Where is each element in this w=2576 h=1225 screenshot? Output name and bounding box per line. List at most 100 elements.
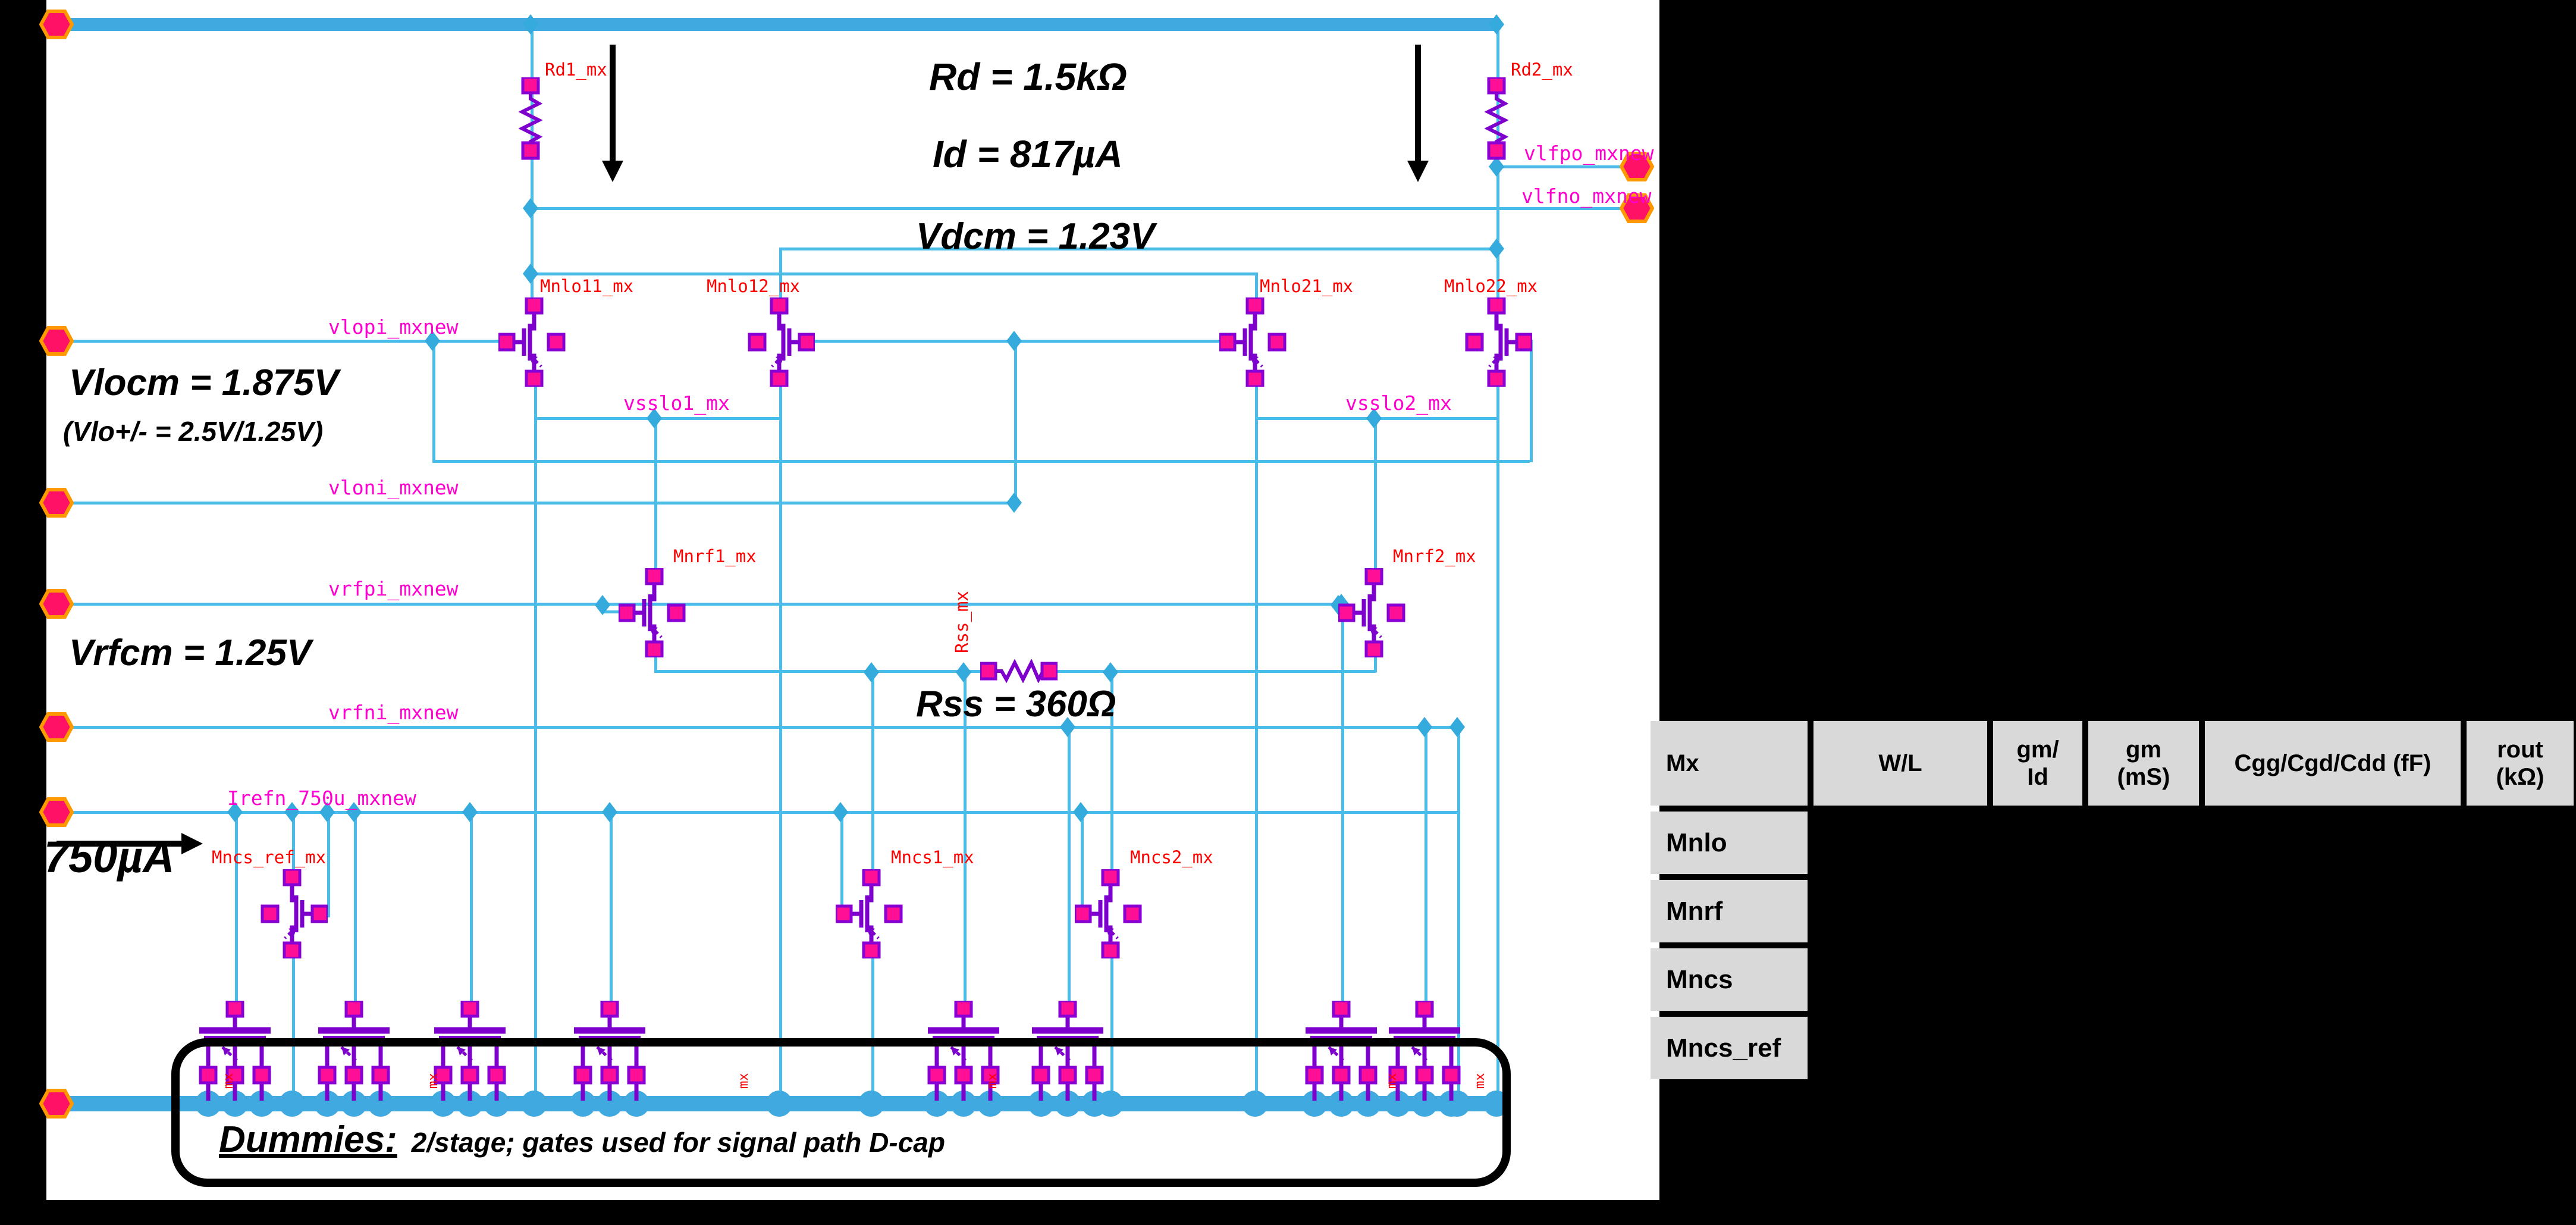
- net-label: vlfpo_mxnew: [1524, 142, 1654, 165]
- wire-horizontal: [1496, 165, 1637, 168]
- wire-vertical: [1081, 811, 1084, 917]
- dummy-transistor: [559, 999, 660, 1105]
- instance-label: Mncs_ref_mx: [212, 847, 327, 867]
- wire-vertical: [1374, 655, 1377, 672]
- wire-vertical: [1341, 603, 1344, 1004]
- net-label: vrfpi_mxnew: [328, 577, 459, 600]
- vlfno-pin: [1619, 193, 1655, 226]
- table-empty-cell: [1993, 880, 2082, 942]
- vdd-pin: [39, 10, 74, 42]
- wire-horizontal: [57, 811, 1458, 814]
- wire-horizontal: [779, 247, 1496, 250]
- instance-label: Mnlo22_mx: [1444, 276, 1538, 296]
- wire-horizontal: [432, 460, 1530, 463]
- wire-vertical: [235, 811, 238, 1004]
- resistor-Rss: [978, 658, 1059, 686]
- bus-bump: [766, 1091, 792, 1117]
- wire-vertical: [779, 386, 782, 1096]
- nmos-Mnlo21: [1218, 296, 1291, 390]
- annotation-idrain: Id = 817µA: [933, 133, 1123, 176]
- net-label: vsslo2_mx: [1345, 391, 1452, 415]
- wire-vertical: [1457, 726, 1460, 1096]
- annotation-vlorng: (Vlo+/- = 2.5V/1.25V): [63, 416, 324, 447]
- table-empty-cell: [2467, 880, 2574, 942]
- wire-vertical: [964, 671, 967, 1004]
- table-empty-cell: [2205, 812, 2461, 874]
- dummy-transistor: [419, 999, 520, 1105]
- vrfni-pin: [39, 712, 74, 745]
- schematic-canvas: [46, 0, 1659, 1200]
- instance-label: Rss_mx: [952, 591, 972, 653]
- table-empty-cell: [2205, 880, 2461, 942]
- wire-vertical: [1255, 272, 1258, 300]
- table-empty-cell: [2467, 948, 2574, 1011]
- wire-vertical: [432, 340, 435, 462]
- current-arrow-right: [57, 832, 205, 859]
- table-empty-cell: [2088, 880, 2199, 942]
- nmos-Mncs2: [1073, 867, 1146, 961]
- annotation-rss: Rss = 360Ω: [916, 684, 1116, 725]
- wire-vertical: [779, 247, 782, 300]
- net-label: vsslo1_mx: [623, 391, 730, 415]
- net-label: vlfno_mxnew: [1521, 184, 1652, 208]
- nmos-Mncs1: [834, 867, 907, 961]
- wire-vertical: [292, 811, 295, 874]
- resistor-Rd2: [1484, 76, 1509, 164]
- current-arrow-down: [601, 45, 625, 187]
- wire-horizontal: [57, 726, 1458, 729]
- table-row-label: Mncs: [1651, 948, 1808, 1011]
- wire-vertical: [610, 811, 613, 1004]
- table-empty-cell: [1993, 1017, 2082, 1079]
- wire-vertical: [871, 671, 874, 874]
- nmos-Mnlo12: [743, 296, 817, 390]
- dummy-transistor: [303, 999, 404, 1105]
- instance-label: Mnlo11_mx: [540, 276, 634, 296]
- nmos-Mnrf1: [617, 566, 690, 660]
- dummy-transistor: [913, 999, 1014, 1105]
- table-empty-cell: [1813, 812, 1987, 874]
- current-arrow-down: [1406, 45, 1430, 187]
- wire-vertical: [1110, 958, 1113, 1096]
- wire-vertical: [1496, 386, 1499, 1096]
- annotation-vrfcm: Vrfcm = 1.25V: [69, 632, 312, 673]
- table-empty-cell: [2205, 948, 2461, 1011]
- dummies-note-title: Dummies:: [219, 1119, 397, 1160]
- table-empty-cell: [2088, 948, 2199, 1011]
- table-header-cell: Cgg/Cgd/Cdd (fF): [2205, 721, 2461, 806]
- table-header-cell: Mx: [1651, 721, 1808, 806]
- nmos-Mnrf2: [1336, 566, 1410, 660]
- resistor-Rd1: [518, 76, 543, 164]
- wire-vertical: [1110, 671, 1113, 874]
- table-header-cell: gm (mS): [2088, 721, 2199, 806]
- table-row-label: Mnlo: [1651, 812, 1808, 874]
- table-empty-cell: [1993, 812, 2082, 874]
- dummies-box: [171, 1038, 1511, 1187]
- nmos-Mnlo11: [497, 296, 570, 390]
- nmos-Mnlo22: [1461, 296, 1534, 390]
- instance-label: Mncs2_mx: [1130, 847, 1213, 867]
- vlopi-pin: [39, 326, 74, 359]
- bus-bump: [521, 1091, 547, 1117]
- annotation-rd: Rd = 1.5kΩ: [929, 55, 1127, 98]
- wire-vertical: [1255, 386, 1258, 1096]
- table-header-cell: gm/ Id: [1993, 721, 2082, 806]
- wire-horizontal: [603, 610, 623, 613]
- dummies-note: Dummies:2/stage; gates used for signal p…: [219, 1119, 945, 1161]
- wire-horizontal: [654, 670, 985, 673]
- instance-label: Rd1_mx: [545, 59, 607, 80]
- table-empty-cell: [2088, 1017, 2199, 1079]
- vdd-bus: [54, 18, 1498, 31]
- net-label: vrfni_mxnew: [328, 701, 459, 724]
- table-empty-cell: [1993, 948, 2082, 1011]
- wire-vertical: [871, 958, 874, 1096]
- vrfpi-pin: [39, 589, 74, 622]
- annotation-vlocm: Vlocm = 1.875V: [69, 362, 339, 403]
- wire-vertical: [1530, 340, 1533, 462]
- wire-vertical: [1068, 726, 1071, 1004]
- bus-bump: [858, 1091, 884, 1117]
- wire-vertical: [531, 31, 534, 299]
- wire-horizontal: [57, 340, 500, 343]
- wire-vertical: [470, 811, 473, 1004]
- table-row-label: Mncs_ref: [1651, 1017, 1808, 1079]
- wire-vertical: [840, 811, 843, 917]
